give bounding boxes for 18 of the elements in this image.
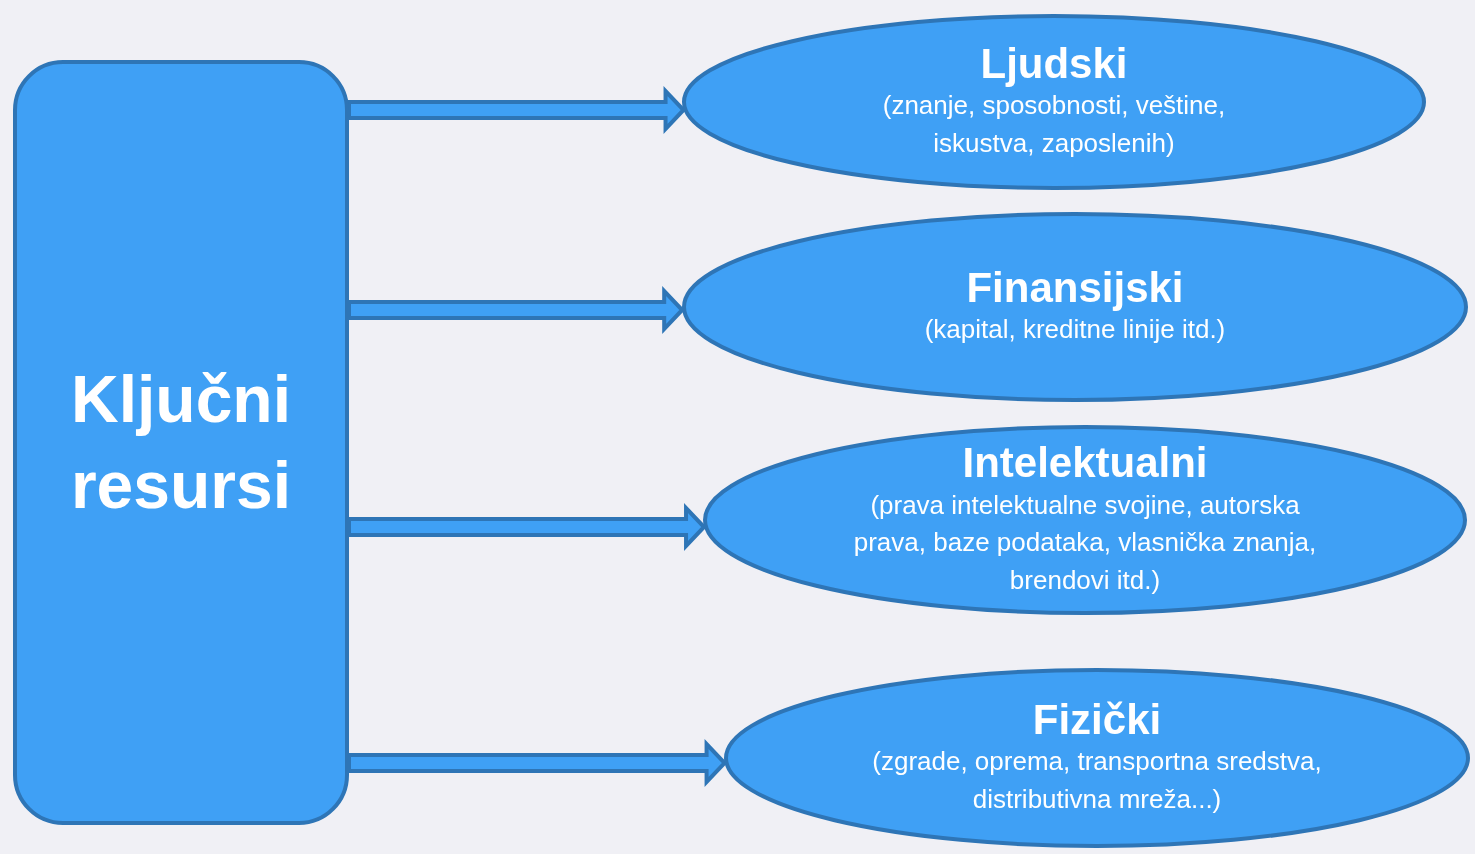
node-description: (zgrade, oprema, transportna sredstva, distributivna mreža...) xyxy=(871,745,1323,817)
block-arrow xyxy=(347,503,707,551)
node-description: (znanje, sposobnosti, veštine, iskustva, zaposlenih) xyxy=(881,89,1227,161)
block-arrow xyxy=(347,286,685,334)
block-arrow xyxy=(347,86,687,134)
node-title: Fizički xyxy=(1032,697,1162,744)
block-arrow xyxy=(347,739,728,787)
node-description: (prava intelektualne svojine, autorska prava, baze podataka, vlasnička znanja, brendovi itd.) xyxy=(852,488,1318,597)
node-title: Ključni resursi xyxy=(69,360,293,524)
ellipse-node xyxy=(682,14,1426,190)
ellipse-node xyxy=(724,668,1470,848)
rounded-box xyxy=(13,60,349,825)
node-title: Finansijski xyxy=(966,265,1184,312)
node-title: Intelektualni xyxy=(962,440,1208,487)
ellipse-node xyxy=(703,425,1467,615)
node-title: Ljudski xyxy=(980,41,1128,88)
ellipse-node xyxy=(682,212,1468,402)
node-description: (kapital, kreditne linije itd.) xyxy=(923,313,1227,347)
